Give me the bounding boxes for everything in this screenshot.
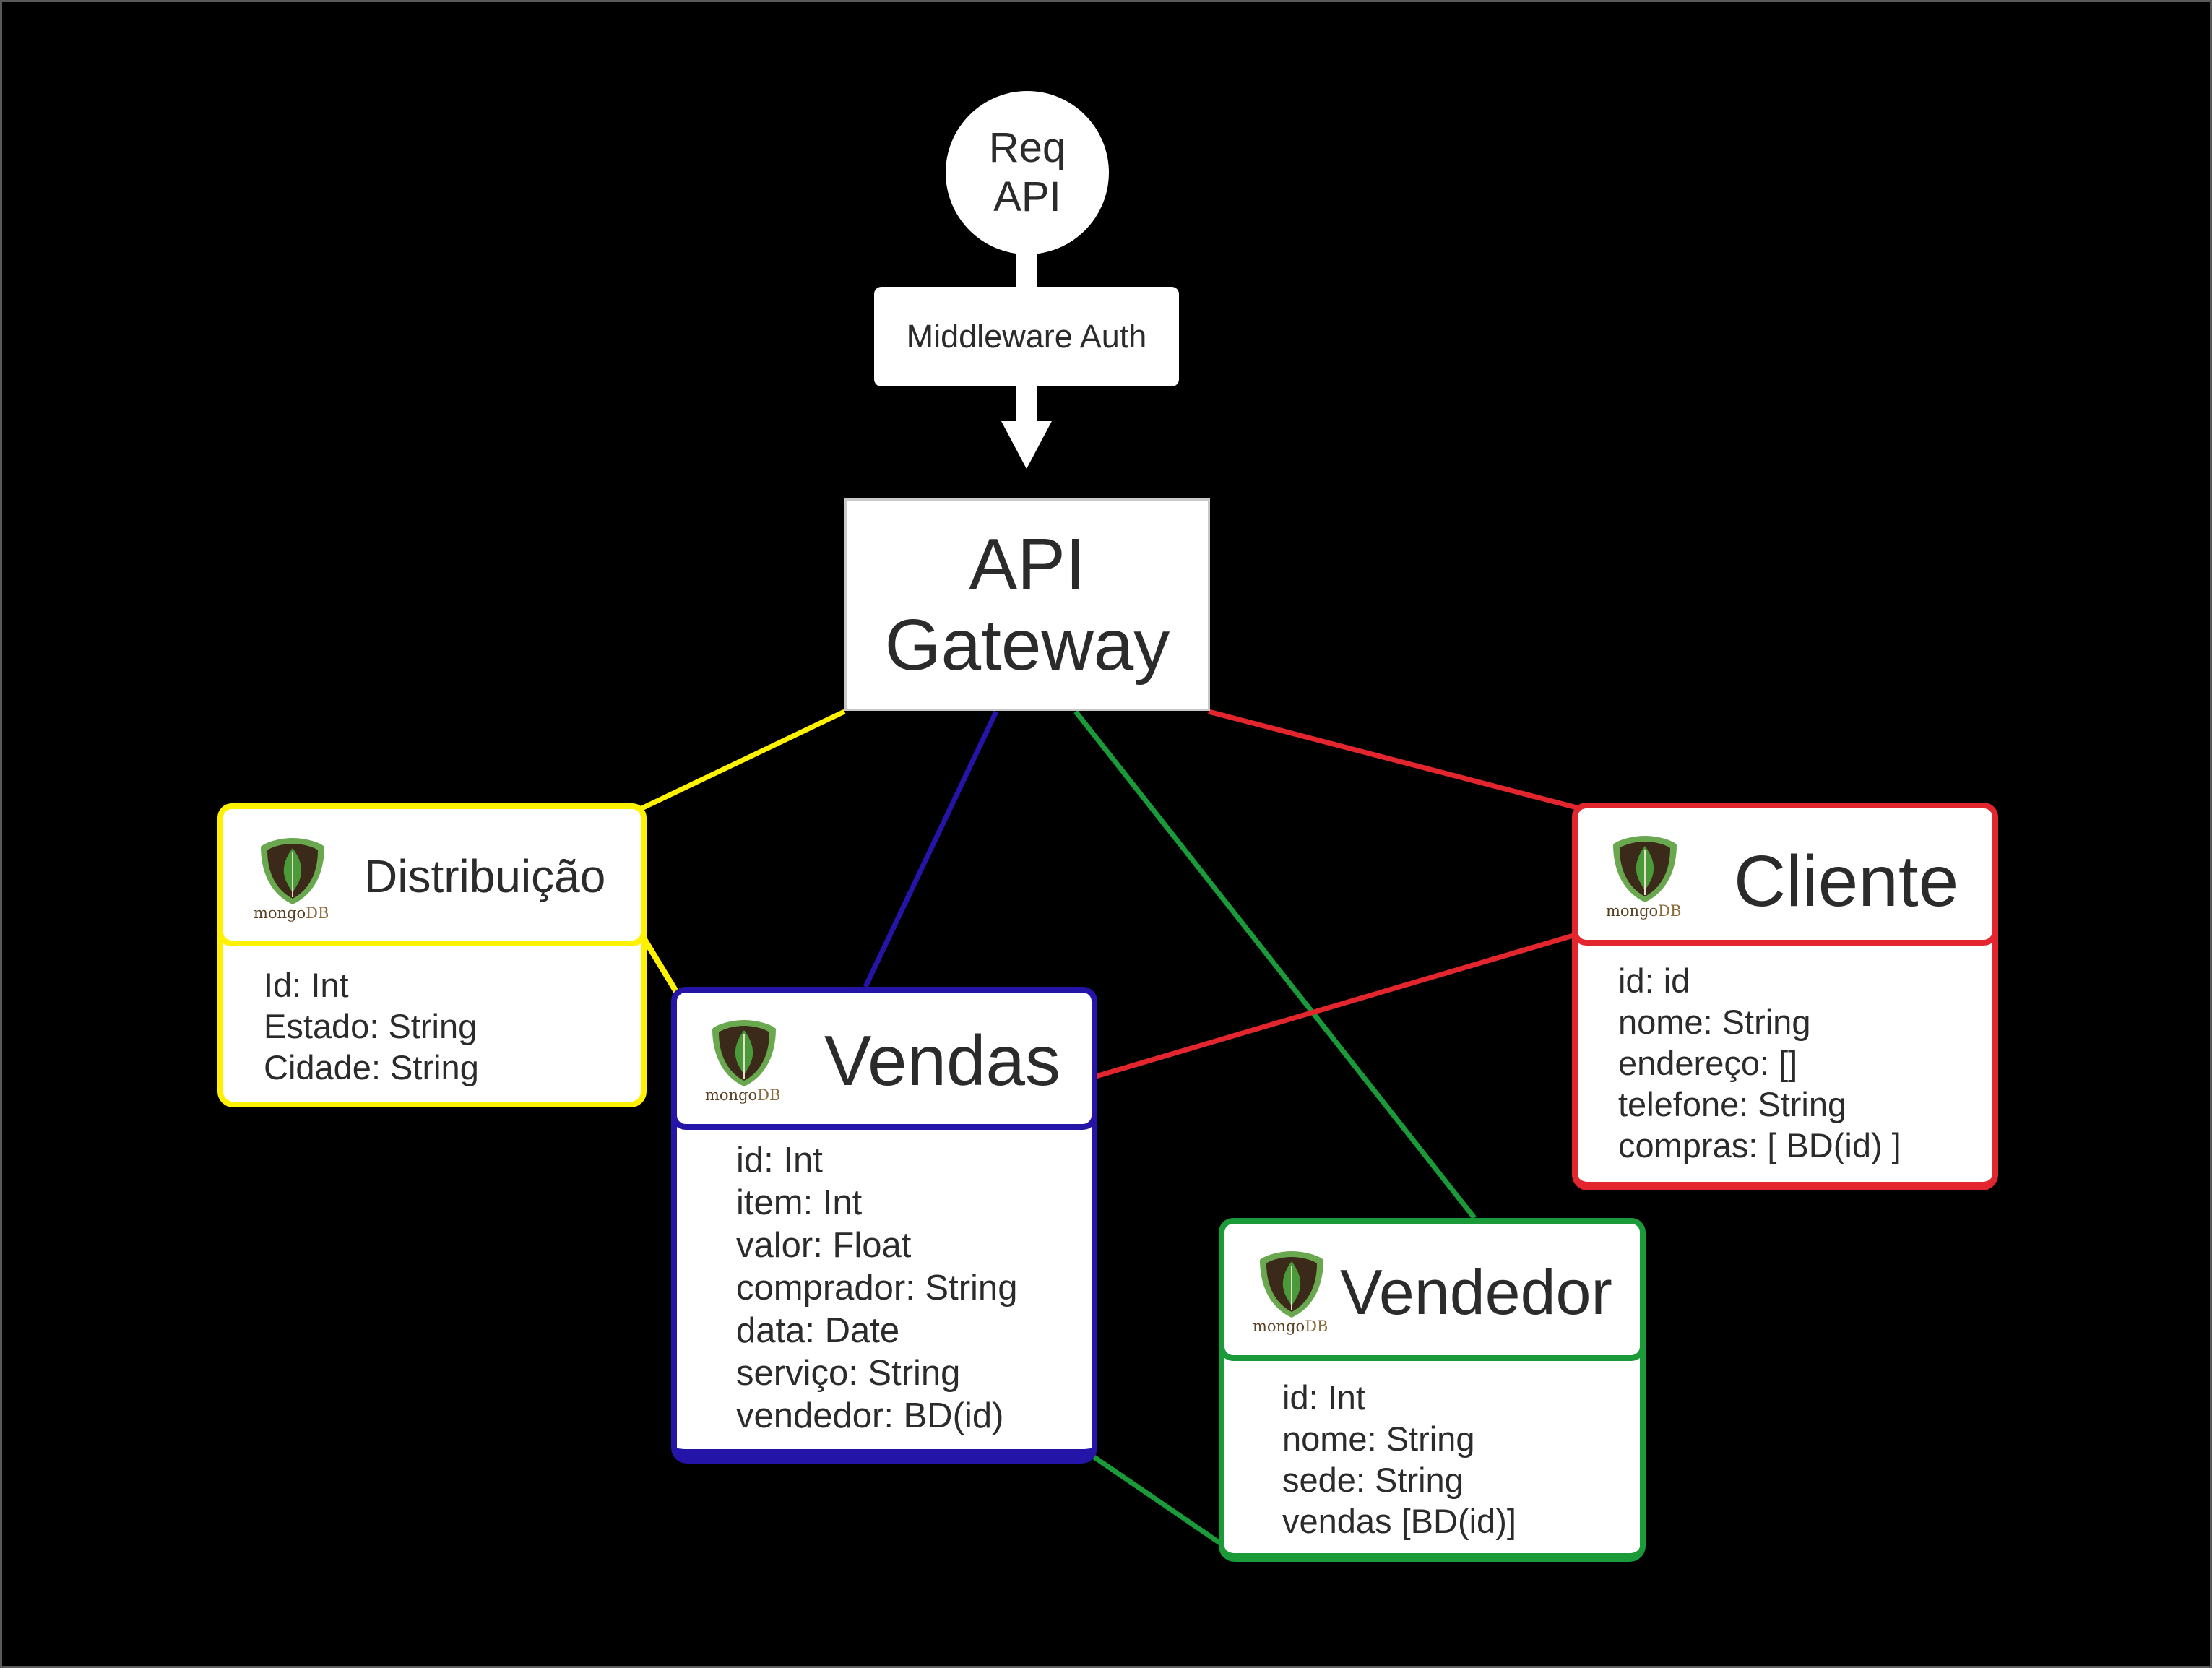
field-item: item: Int [736,1183,863,1222]
api-gateway-node: API Gateway [844,498,1210,711]
entity-fields: id: id nome: String endereço: [] telefon… [1618,960,1901,1166]
vendas-to-cliente-line [1095,933,1574,1079]
distribuicao-to-vendas-line [639,933,681,996]
field-item: Estado: String [264,1007,478,1045]
mongodb-word-db: DB [306,904,329,922]
vendas-to-vendedor-line [1080,1446,1229,1550]
arrow-down-icon [1001,421,1052,469]
entity-vendas: mongoDB Vendas id: Int item: Int valor: … [671,987,1097,1464]
middleware-label: Middleware Auth [906,318,1147,355]
field-item: id: Int [736,1141,823,1180]
mongodb-logo-icon: mongoDB [254,835,329,922]
field-item: data: Date [736,1311,900,1350]
mongodb-wordmark: mongoDB [254,904,329,922]
mongodb-word-mongo: mongo [1253,1318,1305,1335]
field-item: comprador: String [736,1269,1018,1308]
field-item: id: id [1618,962,1690,1000]
mongodb-logo-icon: mongoDB [1606,833,1681,920]
gateway-to-vendas-line [863,710,999,988]
gateway-line-2: Gateway [884,605,1170,686]
middleware-arrow-shaft [1016,385,1037,423]
mongodb-word-mongo: mongo [705,1086,758,1104]
field-item: vendedor: BD(id) [736,1396,1004,1435]
field-item: nome: String [1618,1003,1811,1041]
entity-title: Distribuição [364,850,606,902]
entity-vendedor: mongoDB Vendedor id: Int nome: String se… [1219,1218,1646,1562]
gateway-line-1: API [969,524,1086,605]
field-item: telefone: String [1618,1085,1847,1123]
gateway-to-distribuicao-line [639,709,846,812]
entity-header: mongoDB Cliente [1572,803,1998,946]
field-item: nome: String [1282,1419,1475,1458]
entity-title: Vendedor [1340,1256,1612,1328]
entity-header: mongoDB Distribuição [217,803,647,946]
mongodb-wordmark: mongoDB [1606,902,1681,920]
mongodb-word-db: DB [757,1086,781,1104]
entity-fields: Id: Int Estado: String Cidade: String [264,964,479,1088]
req-to-middleware-connector [1016,250,1037,290]
entity-fields: id: Int item: Int valor: Float comprador… [736,1139,1017,1438]
field-item: sede: String [1282,1461,1464,1499]
middleware-auth-node: Middleware Auth [874,287,1179,386]
entity-title: Vendas [824,1021,1060,1100]
entity-header: mongoDB Vendedor [1219,1218,1646,1361]
entity-distribuicao: mongoDB Distribuição Id: Int Estado: Str… [217,803,647,1107]
gateway-to-cliente-line [1208,709,1578,811]
mongodb-word-mongo: mongo [1606,902,1659,920]
mongodb-wordmark: mongoDB [1253,1318,1328,1335]
mongodb-logo-icon: mongoDB [705,1017,780,1104]
request-api-node: Req API [946,91,1109,254]
request-line-2: API [993,173,1061,220]
mongodb-wordmark: mongoDB [705,1086,780,1104]
mongodb-word-mongo: mongo [254,904,306,922]
entity-title: Cliente [1734,841,1959,922]
entity-fields: id: Int nome: String sede: String vendas… [1282,1377,1516,1542]
entity-cliente: mongoDB Cliente id: id nome: String ende… [1572,803,1998,1190]
gateway-to-vendedor-line [1073,709,1477,1220]
field-item: valor: Float [736,1226,912,1265]
field-item: Id: Int [264,966,349,1004]
mongodb-word-db: DB [1305,1318,1329,1335]
field-item: compras: [ BD(id) ] [1618,1126,1901,1164]
field-item: vendas [BD(id)] [1282,1502,1516,1540]
field-item: id: Int [1282,1378,1365,1417]
field-item: serviço: String [736,1354,961,1393]
mongodb-word-db: DB [1658,902,1682,920]
field-item: endereço: [] [1618,1044,1798,1082]
field-item: Cidade: String [264,1048,479,1086]
entity-header: mongoDB Vendas [671,987,1097,1130]
request-line-1: Req [988,124,1066,171]
mongodb-logo-icon: mongoDB [1253,1248,1328,1335]
